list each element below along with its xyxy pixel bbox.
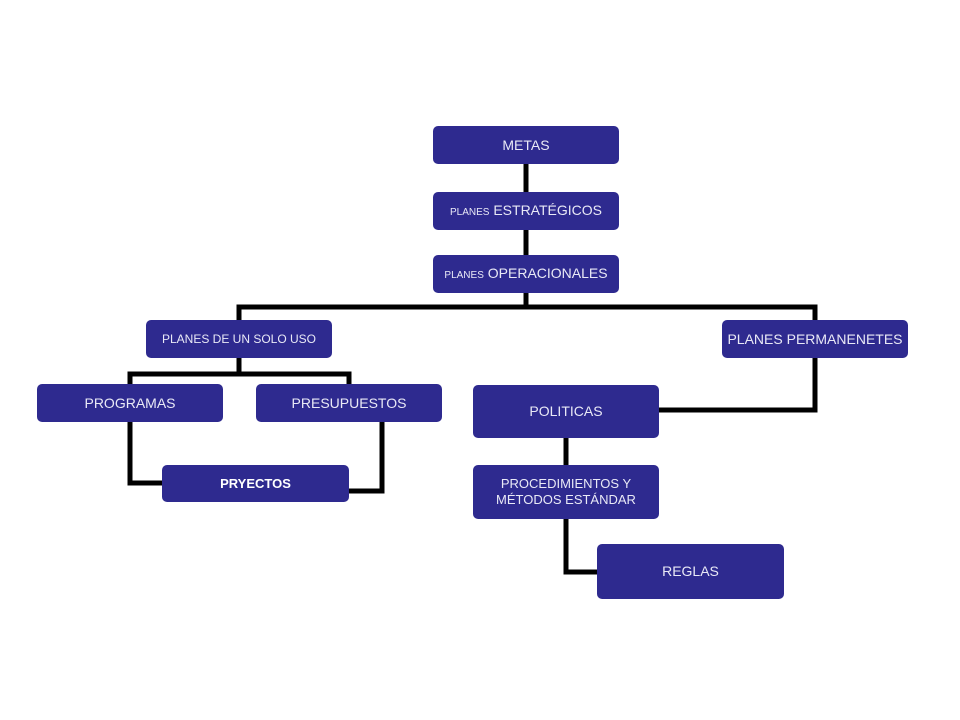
node-operacionales-label: PLANES OPERACIONALES <box>444 265 607 284</box>
edge-permanentes-politicas <box>656 355 818 413</box>
edge-presupuestos-pryectos <box>346 419 385 494</box>
edge-unsolo-programas <box>127 355 242 387</box>
node-politicas: POLITICAS <box>473 385 659 438</box>
node-programas: PROGRAMAS <box>37 384 223 422</box>
node-presupuestos-label: PRESUPUESTOS <box>291 394 407 411</box>
node-programas-label: PROGRAMAS <box>84 394 176 411</box>
node-estrategicos-label: PLANES ESTRATÉGICOS <box>450 202 602 221</box>
edge-operacionales-permanentes <box>523 304 818 323</box>
node-presupuestos: PRESUPUESTOS <box>256 384 442 422</box>
node-estrategicos-main: ESTRATÉGICOS <box>493 201 602 218</box>
edge-programas-pryectos <box>127 419 165 486</box>
node-estrategicos-prefix: PLANES <box>449 206 490 218</box>
node-metas: METAS <box>433 126 619 164</box>
node-procedimientos-line2: MÉTODOS ESTÁNDAR <box>496 492 636 507</box>
node-metas-label: METAS <box>502 136 550 153</box>
node-unsolo-label: PLANES DE UN SOLO USO <box>161 331 317 346</box>
node-planes-un-solo-uso: PLANES DE UN SOLO USO <box>146 320 332 358</box>
edge-procedimientos-reglas <box>563 516 600 575</box>
node-planes-permanentes: PLANES PERMANENETES <box>722 320 908 358</box>
node-procedimientos-line1: PROCEDIMIENTOS Y <box>500 476 632 491</box>
edge-operacionales-unsolo <box>236 290 529 323</box>
node-operacionales-main: OPERACIONALES <box>487 264 608 281</box>
node-planes-operacionales: PLANES OPERACIONALES <box>433 255 619 293</box>
node-reglas-label: REGLAS <box>662 563 719 579</box>
node-reglas: REGLAS <box>597 544 784 599</box>
node-politicas-label: POLITICAS <box>529 403 603 419</box>
edge-unsolo-presupuestos <box>236 371 352 387</box>
node-permanentes-label: PLANES PERMANENETES <box>727 330 903 347</box>
node-planes-estrategicos: PLANES ESTRATÉGICOS <box>433 192 619 230</box>
node-operacionales-prefix: PLANES <box>444 269 484 281</box>
node-pryectos: PRYECTOS <box>162 465 349 502</box>
node-pryectos-label: PRYECTOS <box>220 476 291 491</box>
